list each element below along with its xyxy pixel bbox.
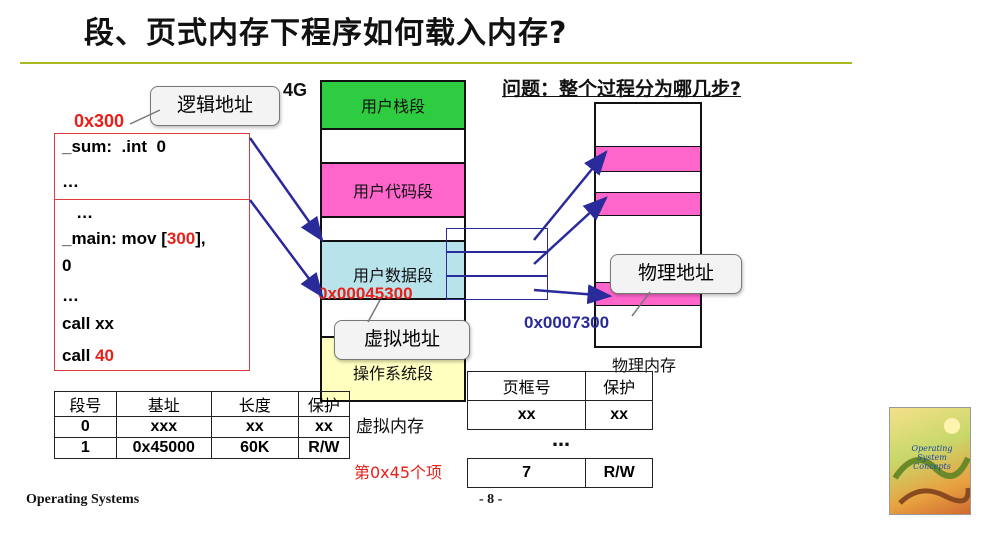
page-slice-divider-1 <box>446 251 548 253</box>
page-slice-divider-2 <box>446 275 548 277</box>
physical-frame-1 <box>596 146 700 172</box>
table-row: 1 0x45000 60K R/W <box>54 437 351 459</box>
book-cover-image: Operating System Concepts <box>889 407 971 515</box>
code-call-offset: 40 <box>95 346 115 365</box>
book-dinosaur-icon <box>892 418 970 505</box>
seg-col-protection: 保护 <box>297 391 351 417</box>
physical-address-value: 0x0007300 <box>524 313 610 332</box>
table-cell: 0 <box>54 416 117 438</box>
table-cell: xxx <box>115 416 212 438</box>
user-data-segment: 用户数据段 <box>320 240 466 300</box>
code-line-ellipsis-2: … <box>62 203 94 222</box>
code-line-zero: 0 <box>62 256 72 275</box>
table-cell: xx <box>466 400 587 430</box>
table-cell: 1 <box>54 437 117 459</box>
page-col-frame: 页框号 <box>466 371 587 401</box>
code-line-main: _main: mov [300], <box>62 229 206 249</box>
arrow-main-to-virtual-address <box>249 199 324 298</box>
vm-gap-1 <box>320 128 466 164</box>
seg-col-number: 段号 <box>54 391 117 417</box>
entry-0x45-label: 第0x45个项 <box>354 463 443 482</box>
page-table: 页框号 保护 xx xx <box>466 371 653 430</box>
arrow-page-to-frame-1 <box>533 150 608 241</box>
logical-callout-pointer <box>129 109 161 125</box>
book-title: Operating System Concepts <box>911 444 953 471</box>
seg-col-base: 基址 <box>115 391 212 417</box>
code-box-main <box>54 199 250 371</box>
os-segment-label: 操作系统段 <box>352 364 433 383</box>
segment-table-header: 段号 基址 长度 保护 <box>54 391 351 417</box>
virtual-callout-pointer <box>367 299 381 323</box>
table-cell: xx <box>210 416 299 438</box>
footer-page-number: - 8 - <box>479 492 503 507</box>
physical-address-callout: 物理地址 <box>610 254 742 294</box>
code-call-prefix: call <box>62 346 96 365</box>
code-line-sum: _sum: .int 0 <box>62 137 166 156</box>
addr-0x300-label: 0x300 <box>74 111 125 131</box>
user-stack-label: 用户栈段 <box>360 97 425 116</box>
virtual-address-callout: 虚拟地址 <box>334 320 470 360</box>
table-row: xx xx <box>466 400 653 430</box>
page-col-protection: 保护 <box>585 371 653 401</box>
page-title: 段、页式内存下程序如何载入内存? <box>84 16 568 51</box>
code-main-suffix: ], <box>195 229 206 248</box>
footer-course-name: Operating Systems <box>26 492 140 507</box>
arrow-page-to-frame-3 <box>533 284 613 305</box>
four-g-label: 4G <box>283 80 308 100</box>
page-table-ellipsis: … <box>552 430 570 451</box>
physical-memory-caption: 物理内存 <box>612 356 677 375</box>
table-row: 0 xxx xx xx <box>54 416 351 438</box>
question-text: 问题：整个过程分为哪几步? <box>502 78 742 100</box>
user-code-label: 用户代码段 <box>352 182 433 201</box>
physical-callout-pointer <box>631 291 651 317</box>
virtual-memory-caption: 虚拟内存 <box>356 417 424 437</box>
user-code-segment: 用户代码段 <box>320 162 466 218</box>
table-cell: xx <box>297 416 351 438</box>
physical-frame-2 <box>596 192 700 216</box>
table-cell: 60K <box>210 437 299 459</box>
table-row: 7 R/W <box>466 458 653 488</box>
code-main-offset: 300 <box>166 229 196 248</box>
arrow-page-to-frame-2 <box>533 196 608 265</box>
table-cell: R/W <box>297 437 351 459</box>
title-divider <box>20 62 852 64</box>
table-cell: xx <box>585 400 653 430</box>
table-cell: 0x45000 <box>115 437 212 459</box>
physical-memory-column <box>594 102 702 348</box>
code-line-call-xx: call xx <box>62 314 114 333</box>
arrow-logical-to-data-segment <box>248 137 324 243</box>
page-table-header: 页框号 保护 <box>466 371 653 401</box>
code-line-ellipsis-3: … <box>62 286 79 305</box>
table-cell: R/W <box>585 458 653 488</box>
table-cell: 7 <box>466 458 587 488</box>
virtual-address-value: 0x00045300 <box>318 284 413 303</box>
segment-table: 段号 基址 长度 保护 0 xxx xx xx 1 0x45000 60K R/… <box>54 391 351 459</box>
code-line-ellipsis-1: … <box>62 172 79 191</box>
seg-col-length: 长度 <box>210 391 299 417</box>
code-line-call-40: call 40 <box>62 346 114 366</box>
page-slices <box>446 228 548 300</box>
code-main-prefix: _main: mov [ <box>62 229 167 248</box>
logical-address-callout: 逻辑地址 <box>150 86 280 126</box>
page-table-last: 7 R/W <box>466 458 653 488</box>
user-data-label: 用户数据段 <box>352 266 433 285</box>
